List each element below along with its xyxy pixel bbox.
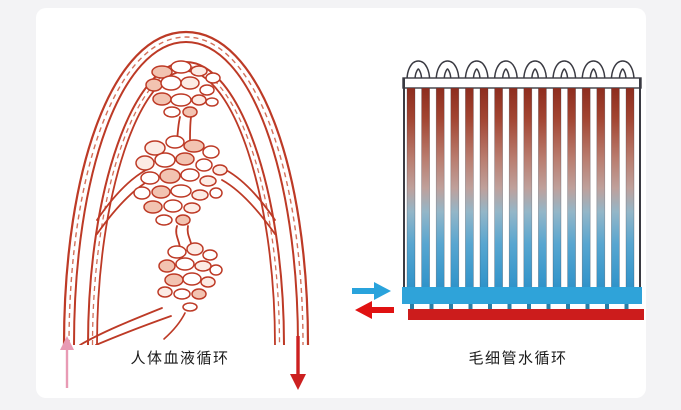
support-ticks <box>410 304 629 309</box>
return-arrow <box>355 301 394 319</box>
tube-array <box>406 87 635 289</box>
downward-flow-arrow <box>290 336 306 390</box>
artery-arch-outer <box>62 30 310 345</box>
capillary-water-diagram <box>402 60 644 320</box>
flow-arrows <box>352 282 394 319</box>
loop-row <box>406 60 635 81</box>
cluster-top <box>145 60 221 118</box>
cluster-bottom <box>157 242 223 312</box>
side-frame <box>403 78 641 302</box>
blood-circulation-caption: 人体血液循环 <box>130 350 230 367</box>
top-manifold <box>402 77 642 89</box>
capillary-water-caption: 毛细管水循环 <box>468 350 568 367</box>
inflow-arrow <box>352 282 391 300</box>
water-supply-bar <box>402 287 642 304</box>
base-heat-bar <box>408 309 644 320</box>
blood-capillary-clusters <box>133 60 228 312</box>
vessel-branches <box>79 116 276 345</box>
cluster-middle <box>133 135 228 226</box>
blood-circulation-diagram <box>62 30 310 345</box>
upward-flow-arrow <box>60 336 74 388</box>
